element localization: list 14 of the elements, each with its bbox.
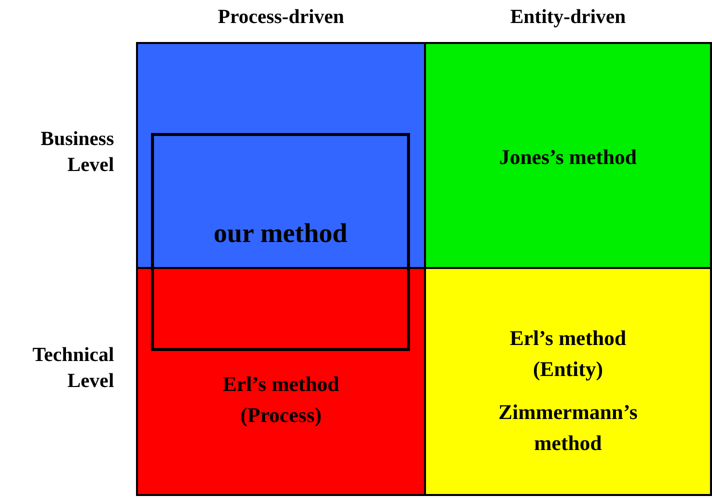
axis-label: Process-driven (216, 5, 346, 30)
method-label: Zimmermann’s method (497, 399, 639, 457)
method-label: Erl’s method (Process) (222, 371, 340, 429)
axis-label: Technical Level (32, 343, 114, 394)
method-label: Jones’s method (498, 144, 638, 171)
scope-frame (151, 133, 410, 351)
quadrant (136, 269, 426, 496)
quadrant (426, 42, 712, 269)
method-label: our method (212, 218, 348, 248)
quadrant (426, 269, 712, 496)
method-label: Erl’s method (Entity) (508, 325, 628, 383)
axis-label: Business Level (40, 127, 114, 178)
axis-label: Entity-driven (509, 5, 627, 30)
quadrant (136, 42, 426, 269)
